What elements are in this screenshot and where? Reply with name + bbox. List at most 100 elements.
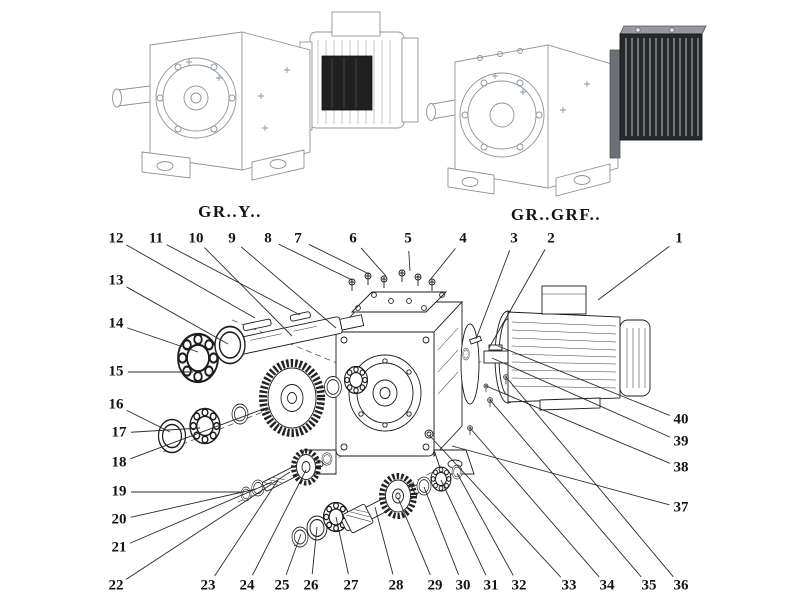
motor-stator-dark [321,55,373,111]
callout-38: 38 [673,459,689,476]
callout-32: 32 [511,577,527,594]
input-gear [291,448,321,486]
input-assembly-parts [240,448,333,502]
callout-2: 2 [547,230,555,247]
callout-19: 19 [111,483,127,500]
callout-1: 1 [675,230,683,247]
shaft-key-short [289,311,311,322]
callout-12: 12 [108,230,124,247]
callout-11: 11 [148,230,164,247]
fan-cowl [619,319,651,397]
callout-35: 35 [641,577,657,594]
callout-33: 33 [561,577,577,594]
callout-21: 21 [111,539,127,556]
output-assembly-parts [157,325,369,454]
callout-34: 34 [599,577,615,594]
housing-cross-marks [186,59,290,131]
callout-20: 20 [111,511,127,528]
leader-line-2 [488,249,546,349]
callout-3: 3 [510,230,518,247]
callout-36: 36 [673,577,689,594]
output-gear [259,359,325,437]
motor-shaft-key [488,344,503,351]
intermediate-gear [379,473,417,519]
drain-plug [424,429,434,439]
callout-15: 15 [108,363,124,380]
leader-line-23 [214,479,279,577]
adapter-plate [609,49,621,159]
leader-line-10 [204,247,293,337]
leader-line-13 [126,286,229,345]
callout-37: 37 [673,499,689,516]
leader-line-7 [308,243,370,275]
leader-line-27 [335,516,349,575]
motor-mount-flange [460,323,480,405]
leader-line-12 [126,244,256,319]
callout-13: 13 [108,272,124,289]
callout-8: 8 [264,230,272,247]
leader-line-14 [127,327,199,353]
motor-shaft [483,350,509,364]
leader-line-3 [475,250,511,340]
callout-25: 25 [274,577,290,594]
callout-7: 7 [294,230,302,247]
leader-line-32 [456,472,514,576]
callout-23: 23 [200,577,216,594]
cover-bolts [348,269,436,292]
output-shaft [229,311,365,357]
leader-line-9 [240,246,337,329]
motor-drawing [462,285,651,436]
leader-line-35 [489,399,642,578]
callout-29: 29 [427,577,443,594]
finned-unit-dark [619,33,703,141]
callout-17: 17 [111,424,127,441]
callout-4: 4 [459,230,467,247]
leader-line-4 [429,248,456,281]
callout-22: 22 [108,577,124,594]
leader-line-17 [130,427,201,433]
model-label-left: GR..Y.. [198,202,262,221]
leader-line-39 [491,357,671,438]
leader-line-11 [166,244,301,316]
leader-line-24 [252,469,307,576]
leader-line-25 [285,533,302,575]
callout-27: 27 [343,577,359,594]
leader-line-21 [129,481,273,544]
leader-line-40 [497,345,671,416]
leader-line-22 [125,471,291,580]
leader-line-18 [130,407,267,460]
leader-line-29 [397,497,431,576]
leader-line-34 [469,427,600,578]
callout-40: 40 [673,411,689,428]
leader-line-16 [126,409,171,433]
callout-16: 16 [108,396,124,413]
leader-line-5 [408,250,411,272]
exploded-view [157,269,651,548]
leader-line-1 [597,245,670,301]
gearmotor-left-drawing [112,11,419,181]
callout-30: 30 [455,577,471,594]
gear-housing [295,291,480,475]
leader-line-6 [360,247,387,277]
callout-10: 10 [188,230,204,247]
leader-line-20 [130,488,257,518]
leader-line-26 [311,526,318,575]
leader-line-31 [440,479,487,576]
leader-line-33 [428,434,562,578]
model-label-right: GR..GRF.. [510,205,602,224]
leader-line-28 [374,506,394,575]
leader-line-37 [451,445,670,506]
callout-5: 5 [404,230,412,247]
shaft-key-long [242,318,272,332]
gearmotor-right-drawing [426,25,707,197]
callout-28: 28 [388,577,404,594]
leader-line-8 [278,243,353,281]
terminal-box [541,285,587,315]
callout-39: 39 [673,433,689,450]
callout-31: 31 [483,577,499,594]
leader-line-38 [485,385,671,464]
leader-lines-layer [125,243,674,580]
callout-6: 6 [349,230,357,247]
